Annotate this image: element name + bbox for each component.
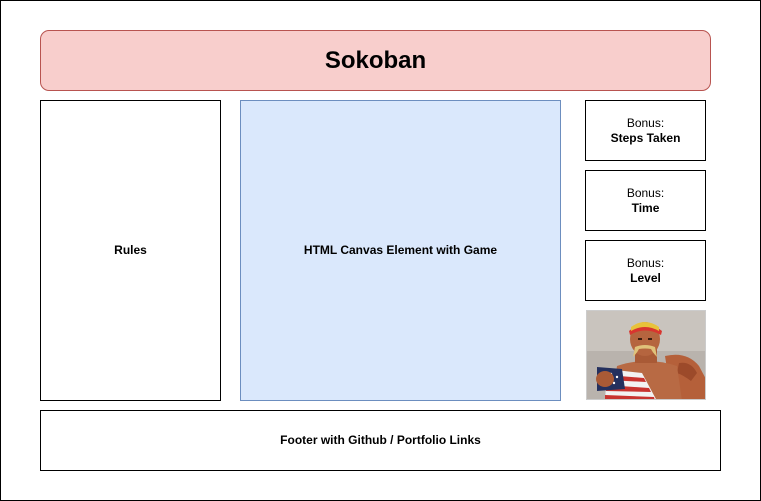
bonus-steps-name: Steps Taken xyxy=(610,130,681,145)
bonus-time-panel: Bonus: Time xyxy=(585,170,706,231)
rules-panel: Rules xyxy=(40,100,221,401)
footer-label: Footer with Github / Portfolio Links xyxy=(280,433,481,447)
page-title: Sokoban xyxy=(40,30,711,91)
bonus-level-panel: Bonus: Level xyxy=(585,240,706,301)
rules-label: Rules xyxy=(114,243,147,257)
bonus-level-prefix: Bonus: xyxy=(626,255,665,270)
bonus-level-name: Level xyxy=(630,270,661,285)
game-canvas-label: HTML Canvas Element with Game xyxy=(303,243,498,257)
footer-panel: Footer with Github / Portfolio Links xyxy=(40,410,721,471)
title-text: Sokoban xyxy=(324,47,427,74)
bonus-time-prefix: Bonus: xyxy=(626,185,665,200)
bonus-steps-prefix: Bonus: xyxy=(626,115,665,130)
bonus-time-name: Time xyxy=(631,200,660,215)
game-canvas-panel: HTML Canvas Element with Game xyxy=(240,100,561,401)
bonus-steps-panel: Bonus: Steps Taken xyxy=(585,100,706,161)
wrestler-photo xyxy=(586,310,706,400)
